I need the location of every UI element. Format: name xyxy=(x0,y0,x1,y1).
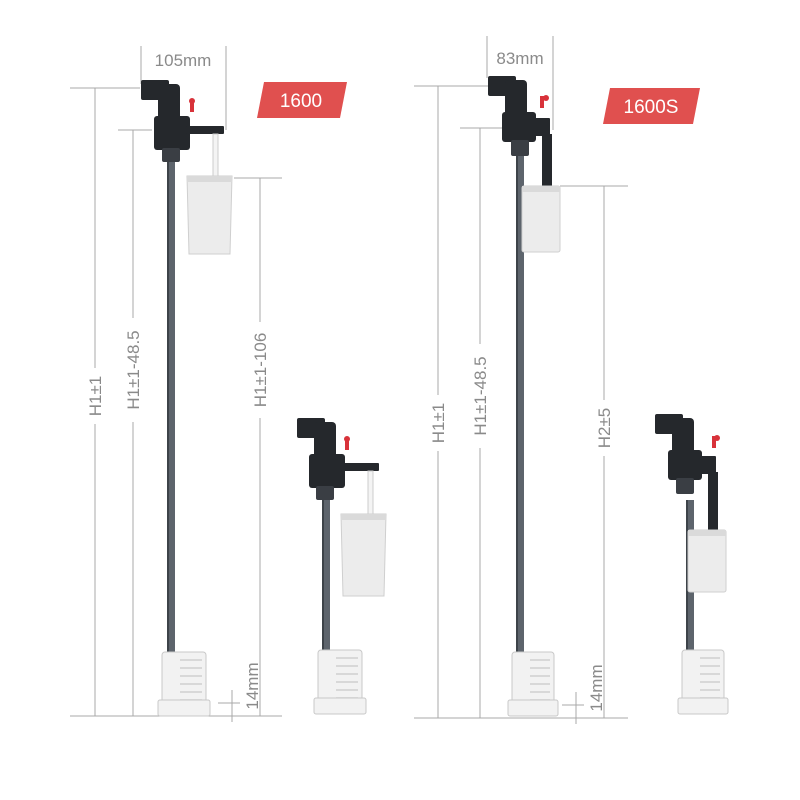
bracket-clip xyxy=(313,649,367,715)
base-offset-label: 14mm xyxy=(587,664,606,711)
top-width-dimension: 105mm xyxy=(140,46,227,130)
base-offset-label: 14mm xyxy=(243,662,262,709)
height-label-h1-minus-106: H1±1-106 xyxy=(251,333,270,408)
badge-label: 1600 xyxy=(280,91,322,112)
product-1600s: 1600S 83mm H1±1 H1±1-48.5 H2±5 xyxy=(414,36,729,724)
device-1600-short xyxy=(297,418,387,715)
device-1600s-short xyxy=(655,414,729,715)
height-label-h2: H2±5 xyxy=(595,408,614,449)
product-badge-1600s: 1600S xyxy=(603,88,700,124)
top-width-label: 105mm xyxy=(155,51,212,70)
bracket-clip xyxy=(507,651,559,717)
device-1600s-tall xyxy=(488,76,561,717)
height-label-h1: H1±1 xyxy=(86,376,105,417)
product-1600: 1600 105mm H1±1 H1±1-48.5 H1±1-1 xyxy=(70,46,387,722)
product-badge-1600: 1600 xyxy=(257,82,347,118)
height-label-h1-minus-48-5: H1±1-48.5 xyxy=(471,356,490,435)
top-width-dimension: 83mm xyxy=(486,36,554,130)
height-label-h1: H1±1 xyxy=(429,403,448,444)
top-width-label: 83mm xyxy=(496,49,543,68)
bracket-clip xyxy=(677,649,729,715)
bracket-clip xyxy=(157,651,211,717)
badge-label: 1600S xyxy=(624,97,679,118)
height-label-h1-minus-48-5: H1±1-48.5 xyxy=(124,330,143,409)
device-1600-tall xyxy=(141,80,233,717)
